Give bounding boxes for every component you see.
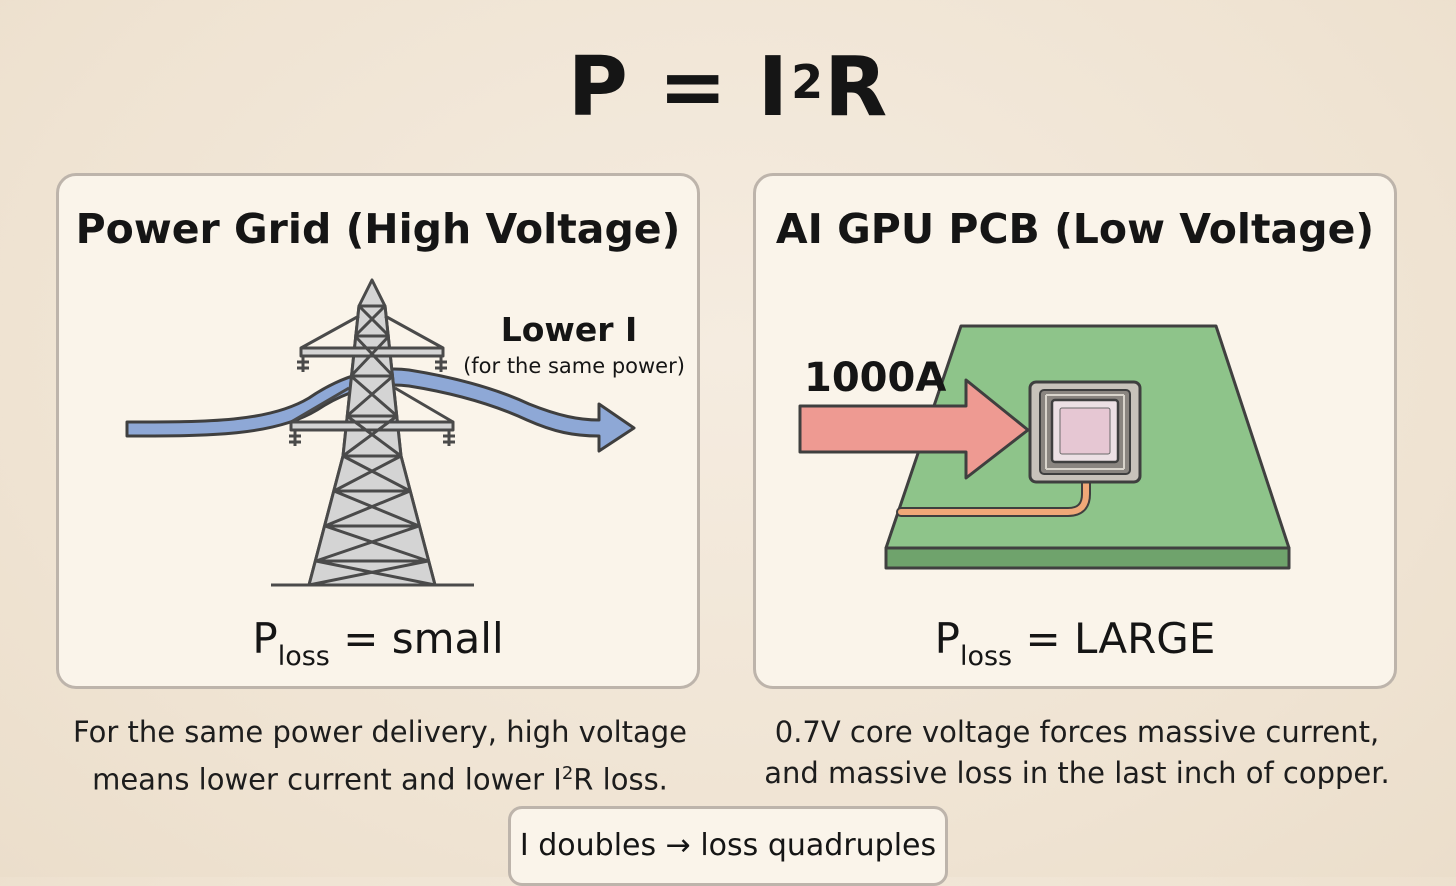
lower-current-label: Lower I (for the same power) bbox=[454, 308, 694, 380]
grid-caption-line2-tail: R loss. bbox=[573, 762, 668, 797]
transmission-tower-icon bbox=[271, 278, 474, 587]
grid-loss-subscript: loss bbox=[277, 641, 330, 672]
power-grid-illustration bbox=[125, 278, 636, 587]
pcb-caption: 0.7V core voltage forces massive current… bbox=[727, 712, 1427, 794]
grid-loss-value: = small bbox=[329, 614, 504, 663]
gpu-chip-icon bbox=[1028, 380, 1142, 484]
quadruple-note-text: I doubles → loss quadruples bbox=[519, 828, 937, 863]
current-1000a-label: 1000A bbox=[804, 355, 947, 401]
power-grid-panel: Power Grid (High Voltage) bbox=[56, 173, 700, 689]
gpu-pcb-panel-title: AI GPU PCB (Low Voltage) bbox=[775, 205, 1375, 253]
equation-title: P = I2R bbox=[0, 38, 1456, 138]
pcb-caption-line1: 0.7V core voltage forces massive current… bbox=[774, 715, 1380, 749]
equation-tail: R bbox=[824, 40, 889, 135]
pcb-loss-value: = LARGE bbox=[1012, 614, 1216, 663]
quadruple-note-box: I doubles → loss quadruples bbox=[508, 806, 948, 886]
low-current-arrow-icon bbox=[125, 367, 636, 453]
equation-base: P = I bbox=[567, 40, 790, 135]
grid-caption-line2: means lower current and lower I2R loss. bbox=[30, 753, 730, 801]
lower-current-title: Lower I bbox=[500, 310, 638, 349]
grid-loss-equation: Ploss = small bbox=[59, 612, 697, 684]
grid-caption-line1: For the same power delivery, high voltag… bbox=[72, 715, 688, 749]
lower-current-subtitle: (for the same power) bbox=[463, 354, 685, 378]
grid-caption: For the same power delivery, high voltag… bbox=[30, 712, 730, 801]
pcb-loss-symbol: P bbox=[934, 614, 960, 663]
pcb-loss-equation: Ploss = LARGE bbox=[756, 612, 1394, 684]
grid-caption-line2-text: means lower current and lower I bbox=[92, 762, 562, 797]
equation-exponent: 2 bbox=[791, 55, 825, 109]
gpu-pcb-illustration bbox=[798, 324, 1291, 570]
pcb-loss-subscript: loss bbox=[959, 641, 1013, 672]
power-grid-panel-title: Power Grid (High Voltage) bbox=[75, 205, 681, 253]
pcb-caption-line2: and massive loss in the last inch of cop… bbox=[764, 756, 1390, 790]
grid-loss-symbol: P bbox=[252, 614, 278, 663]
gpu-pcb-panel: AI GPU PCB (Low Voltage) 1000A Ploss = L bbox=[753, 173, 1397, 689]
grid-caption-exponent: 2 bbox=[561, 763, 574, 784]
high-current-arrow-icon bbox=[798, 378, 1030, 480]
